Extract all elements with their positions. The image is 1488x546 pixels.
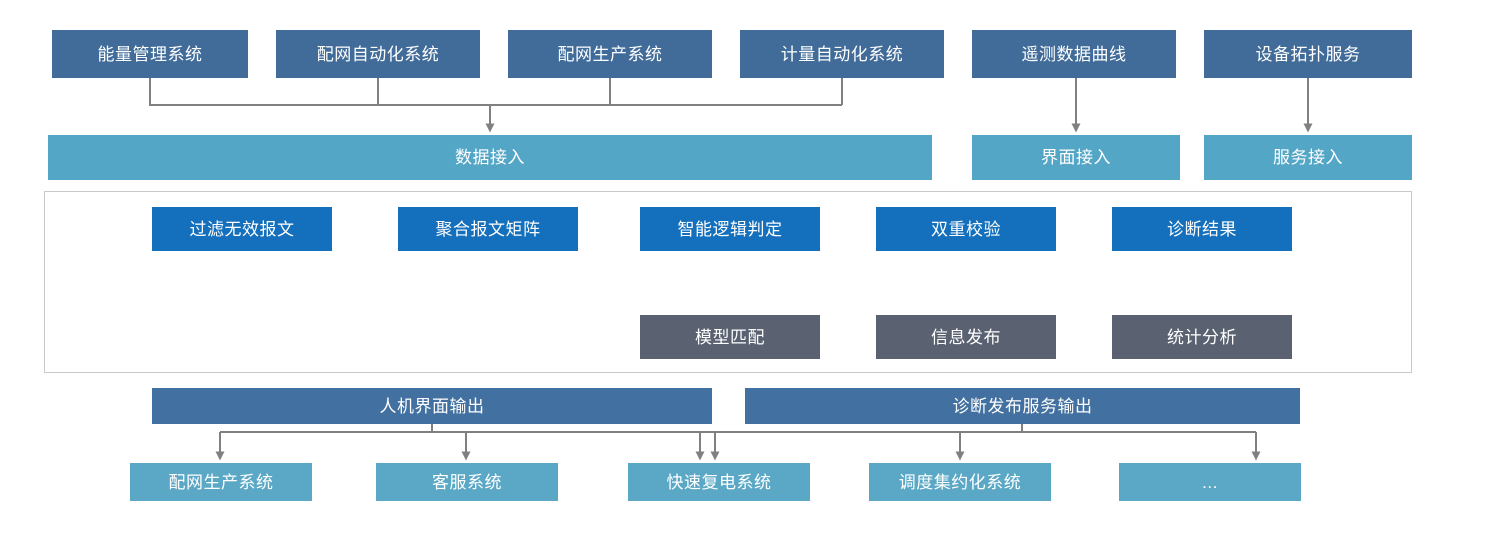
- source-box-label: 配网生产系统: [557, 44, 663, 64]
- sink-box-label: 调度集约化系统: [898, 472, 1022, 492]
- pipeline-step-aggregate-message-matrix[interactable]: 聚合报文矩阵: [398, 207, 578, 251]
- sink-box-label: 快速复电系统: [666, 472, 772, 492]
- access-bar-interface[interactable]: 界面接入: [972, 135, 1180, 180]
- sink-box-label: 配网生产系统: [168, 472, 274, 492]
- source-box-distribution-production[interactable]: 配网生产系统: [508, 30, 712, 78]
- access-bar-service[interactable]: 服务接入: [1204, 135, 1412, 180]
- source-box-label: 遥测数据曲线: [1021, 44, 1127, 64]
- source-box-device-topology-service[interactable]: 设备拓扑服务: [1204, 30, 1412, 78]
- source-box-energy-management[interactable]: 能量管理系统: [52, 30, 248, 78]
- access-bar-label: 界面接入: [1041, 148, 1111, 167]
- service-box-info-publishing[interactable]: 信息发布: [876, 315, 1056, 359]
- source-box-label: 配网自动化系统: [316, 44, 440, 64]
- access-bar-label: 服务接入: [1273, 148, 1343, 167]
- service-box-model-matching[interactable]: 模型匹配: [640, 315, 820, 359]
- sink-box-customer-service[interactable]: 客服系统: [376, 463, 558, 501]
- service-box-label: 信息发布: [931, 327, 1001, 347]
- pipeline-step-diagnosis-result[interactable]: 诊断结果: [1112, 207, 1292, 251]
- wire-source-1-to-data-bus: [149, 78, 842, 106]
- access-bar-label: 数据接入: [455, 148, 525, 167]
- sink-box-label: ...: [1202, 472, 1218, 492]
- pipeline-step-label: 双重校验: [931, 219, 1001, 239]
- sink-box-dispatch-intensive[interactable]: 调度集约化系统: [869, 463, 1051, 501]
- pipeline-step-label: 聚合报文矩阵: [435, 219, 541, 239]
- output-bar-diagnosis-publish-service[interactable]: 诊断发布服务输出: [745, 388, 1300, 424]
- output-bar-label: 诊断发布服务输出: [952, 396, 1093, 416]
- sink-box-distribution-production[interactable]: 配网生产系统: [130, 463, 312, 501]
- source-box-label: 设备拓扑服务: [1255, 44, 1361, 64]
- source-box-label: 计量自动化系统: [780, 44, 904, 64]
- sink-box-more[interactable]: ...: [1119, 463, 1301, 501]
- pipeline-step-filter-invalid-messages[interactable]: 过滤无效报文: [152, 207, 332, 251]
- sink-box-label: 客服系统: [432, 472, 502, 492]
- service-box-statistical-analysis[interactable]: 统计分析: [1112, 315, 1292, 359]
- sink-box-rapid-restoration[interactable]: 快速复电系统: [628, 463, 810, 501]
- source-box-telemetry-curve[interactable]: 遥测数据曲线: [972, 30, 1176, 78]
- pipeline-step-label: 智能逻辑判定: [677, 219, 783, 239]
- service-box-label: 模型匹配: [695, 327, 765, 347]
- output-bar-label: 人机界面输出: [379, 396, 485, 416]
- access-bar-data[interactable]: 数据接入: [48, 135, 932, 180]
- output-bar-human-machine-interface[interactable]: 人机界面输出: [152, 388, 712, 424]
- source-box-distribution-automation[interactable]: 配网自动化系统: [276, 30, 480, 78]
- service-box-label: 统计分析: [1167, 327, 1237, 347]
- pipeline-step-double-verification[interactable]: 双重校验: [876, 207, 1056, 251]
- pipeline-step-label: 过滤无效报文: [189, 219, 295, 239]
- pipeline-step-intelligent-logic-decision[interactable]: 智能逻辑判定: [640, 207, 820, 251]
- source-box-metering-automation[interactable]: 计量自动化系统: [740, 30, 944, 78]
- source-box-label: 能量管理系统: [97, 44, 203, 64]
- pipeline-step-label: 诊断结果: [1167, 219, 1237, 239]
